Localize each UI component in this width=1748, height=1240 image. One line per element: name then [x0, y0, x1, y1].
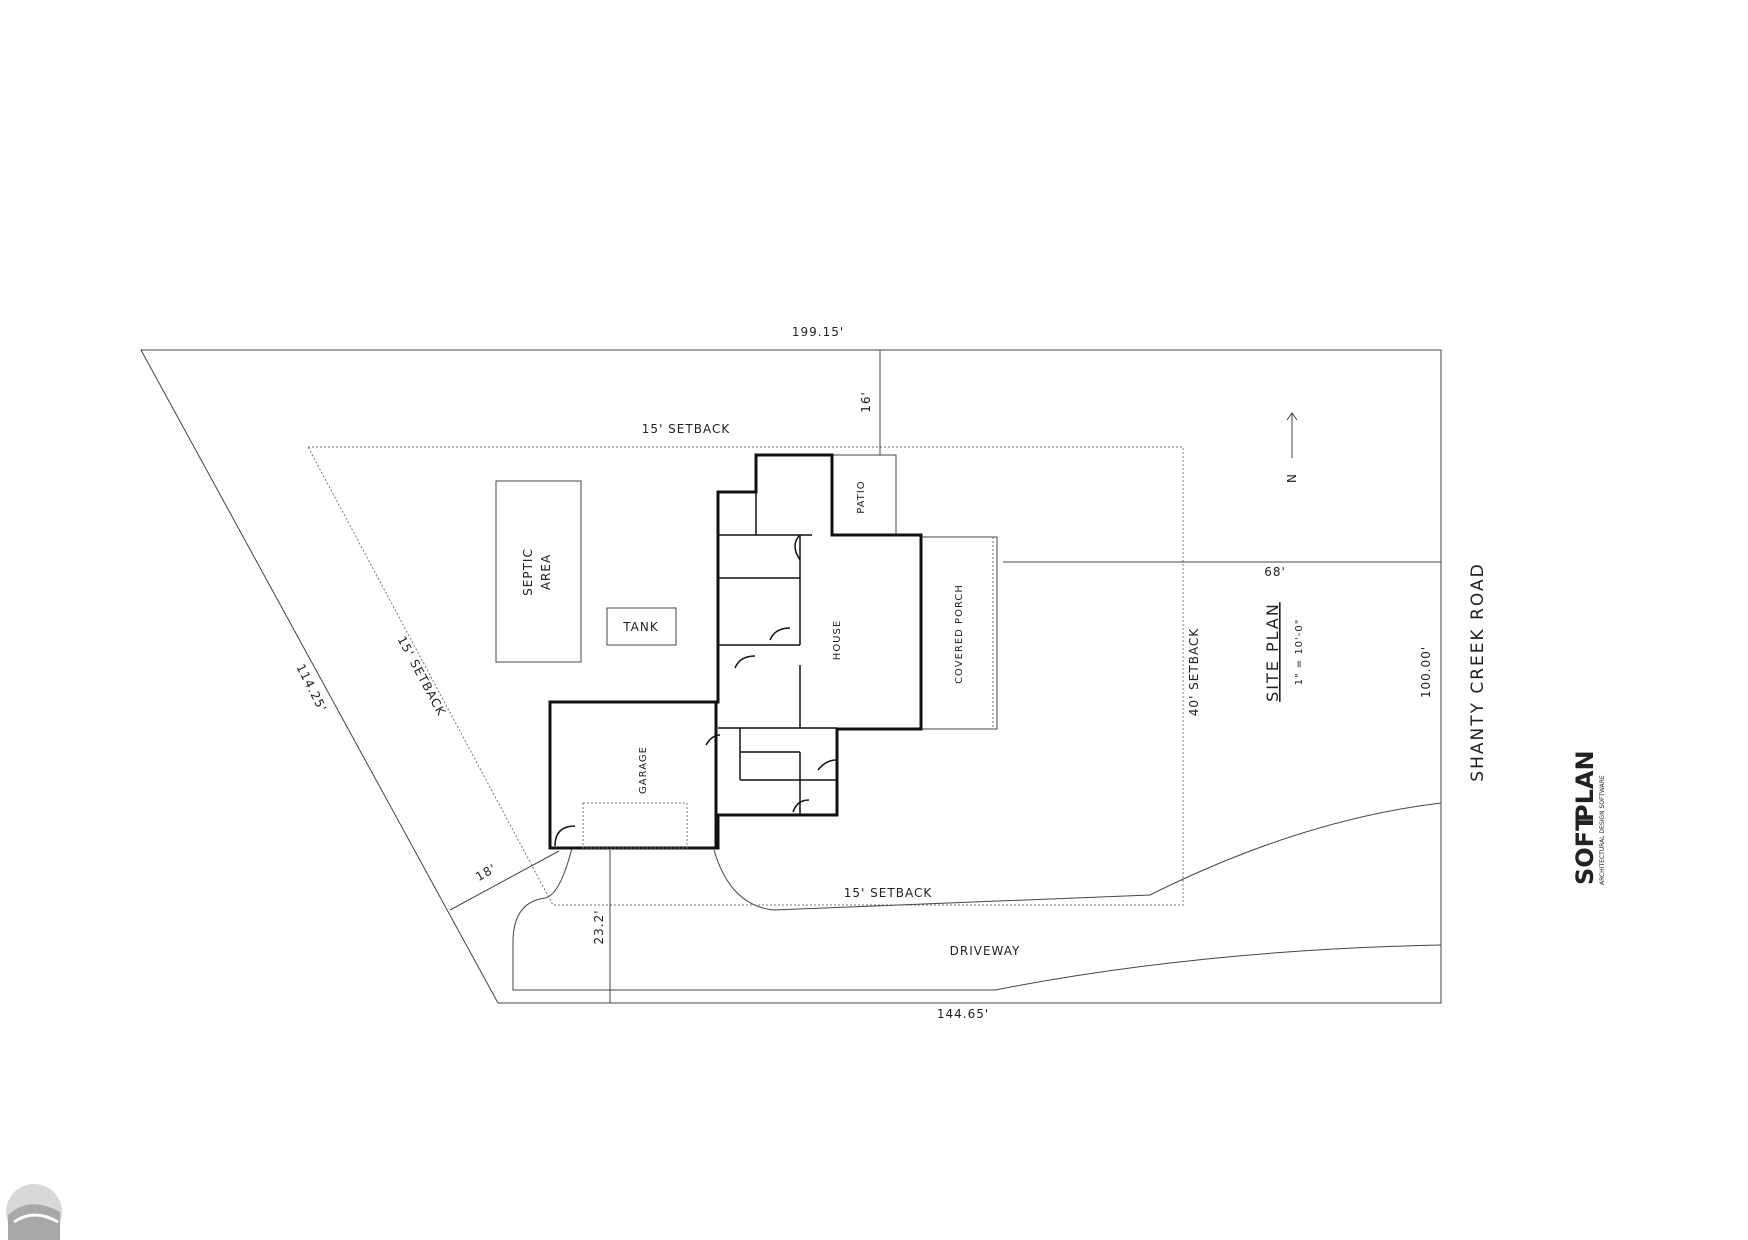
- porch-label: COVERED PORCH: [954, 584, 965, 684]
- dim-north-offset: 16': [859, 391, 873, 413]
- dim-top: 199.15': [792, 325, 844, 339]
- driveway-label: DRIVEWAY: [950, 944, 1021, 958]
- tank: [606, 607, 677, 646]
- dim-driveway-offset: 23.2': [592, 909, 606, 944]
- road-name: SHANTY CREEK ROAD: [1468, 562, 1488, 781]
- septic-label-2: AREA: [539, 554, 553, 590]
- logo-text-b: PLAN: [1571, 750, 1599, 822]
- setback-west: 15' SETBACK: [395, 634, 449, 719]
- house-label: HOUSE: [832, 620, 843, 660]
- logo-tagline: ARCHITECTURAL DESIGN SOFTWARE: [1599, 775, 1606, 885]
- septic-area: [495, 480, 582, 663]
- corner-emblem: [6, 1184, 62, 1240]
- house-outline: [714, 453, 923, 850]
- garage-label: GARAGE: [638, 746, 649, 794]
- north-label: N: [1285, 473, 1299, 483]
- interior-walls: [554, 492, 837, 847]
- dim-right: 100.00': [1419, 646, 1433, 698]
- driveway-edge: [713, 802, 1442, 911]
- plan-scale: 1" = 10'-0": [1294, 619, 1305, 686]
- plan-title: SITE PLAN: [1263, 602, 1282, 702]
- septic-label-1: SEPTIC: [521, 548, 535, 596]
- setback-east: 40' SETBACK: [1187, 628, 1201, 717]
- dim-porch-to-line: 68': [1264, 565, 1286, 579]
- north-arrow: N: [1285, 412, 1299, 483]
- softplan-logo: SOFT PLAN ARCHITECTURAL DESIGN SOFTWARE: [1571, 750, 1606, 885]
- dim-bottom: 144.65': [937, 1007, 989, 1021]
- setback-envelope: [307, 446, 1184, 906]
- tank-label: TANK: [622, 620, 659, 634]
- setback-north: 15' SETBACK: [642, 422, 731, 436]
- garage-door-opening: [582, 802, 688, 849]
- logo-text-a: SOFT: [1571, 814, 1599, 885]
- property-boundary: [140, 349, 1442, 1004]
- driveway: [512, 847, 1442, 991]
- garage-corner-line: [449, 850, 560, 911]
- dim-left: 114.25': [293, 662, 329, 715]
- patio-label: PATIO: [856, 480, 867, 513]
- setback-south: 15' SETBACK: [844, 886, 933, 900]
- dim-garage-corner: 18': [473, 861, 499, 884]
